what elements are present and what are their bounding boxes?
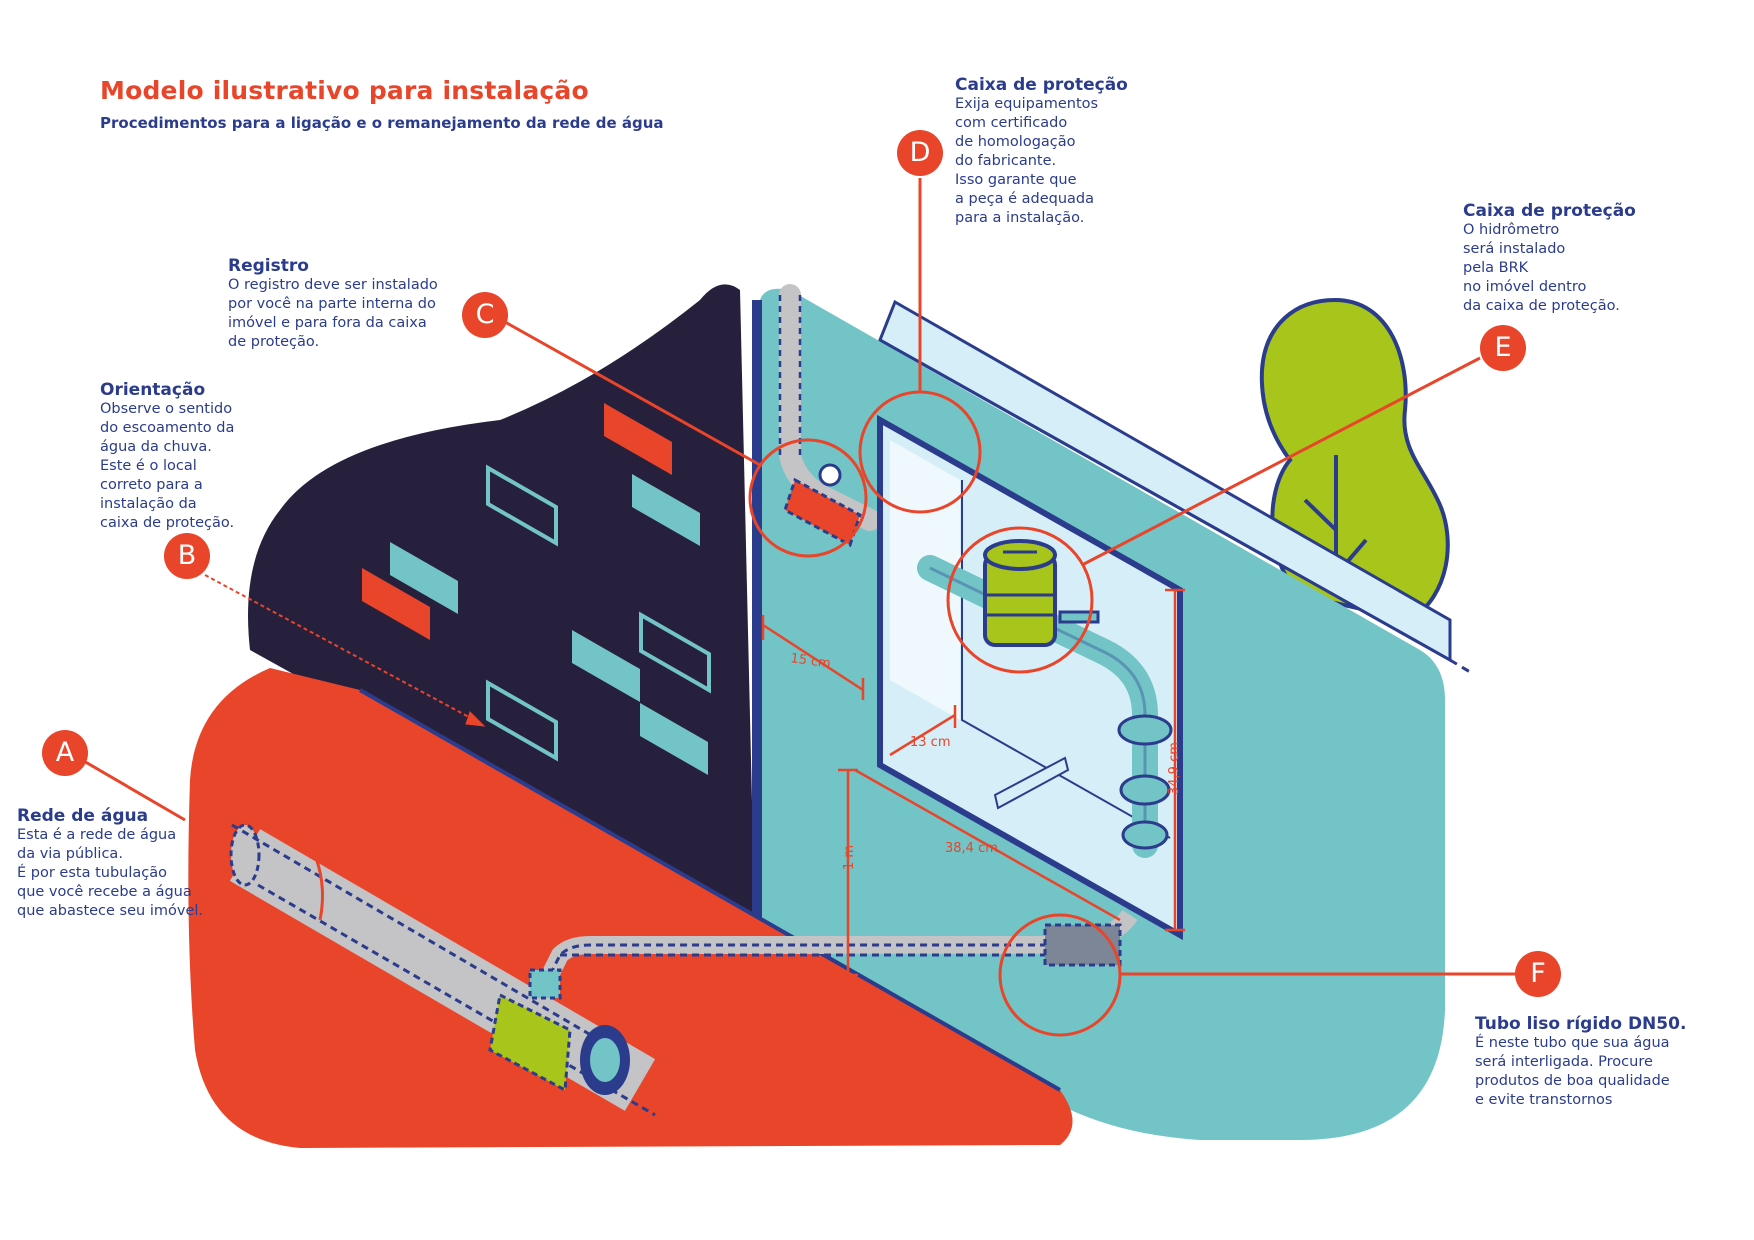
callout-tubo-line: produtos de boa qualidade	[1475, 1073, 1670, 1089]
callout-caixa-d-line: Isso garante que	[955, 172, 1077, 188]
dimension-15cm: 15 cm	[789, 651, 831, 671]
callout-registro-title: Registro	[228, 256, 309, 276]
callout-orientacao-line: caixa de proteção.	[100, 515, 235, 531]
callout-caixa-d-line: de homologação	[955, 134, 1076, 150]
leader-line-a	[81, 758, 186, 822]
callout-registro-line: por você na parte interna do	[228, 296, 436, 312]
leader-line-e	[1081, 356, 1481, 567]
callout-orientacao-line: Este é o local	[100, 458, 197, 474]
callout-tubo-line: será interligada. Procure	[1475, 1054, 1653, 1070]
callout-caixa-d-title: Caixa de proteção	[955, 75, 1128, 95]
highlight-circle-e	[946, 526, 1094, 674]
water-meter-assembly	[917, 539, 1173, 858]
callout-rede-de-agua-line: da via pública.	[17, 846, 123, 862]
callout-tubo: Tubo liso rígido DN50. É neste tubo que …	[1475, 1014, 1686, 1110]
street-water-main	[229, 823, 656, 1117]
callout-caixa-d-line: com certificado	[955, 115, 1068, 131]
callout-rede-de-agua-line: Esta é a rede de água	[17, 827, 177, 843]
marker-d: D	[897, 130, 943, 176]
callout-rede-de-agua: Rede de água Esta é a rede de água da vi…	[17, 806, 203, 921]
marker-c: C	[462, 292, 508, 338]
callout-orientacao-title: Orientação	[100, 380, 206, 400]
page-subtitle: Procedimentos para a ligação e o remanej…	[100, 114, 664, 132]
callout-tubo-line: e evite transtornos	[1475, 1092, 1613, 1108]
callout-caixa-e-line: no imóvel dentro	[1463, 279, 1587, 295]
callout-orientacao-line: correto para a	[100, 477, 203, 493]
callout-caixa-e-line: pela BRK	[1463, 260, 1529, 276]
marker-a: A	[42, 730, 88, 776]
marker-e: E	[1480, 325, 1526, 371]
callout-orientacao-line: instalação da	[100, 496, 197, 512]
page-title: Modelo ilustrativo para instalação	[100, 76, 589, 105]
callout-orientacao-line: Observe o sentido	[100, 401, 233, 417]
callout-rede-de-agua-line: É por esta tubulação	[17, 865, 167, 881]
callout-rede-de-agua-line: que você recebe a água	[17, 884, 192, 900]
callout-orientacao: Orientação Observe o sentido do escoamen…	[100, 380, 234, 533]
callout-registro-line: de proteção.	[228, 334, 320, 350]
callout-registro-line: O registro deve ser instalado	[228, 277, 438, 293]
marker-f: F	[1515, 951, 1561, 997]
highlight-circle-c	[748, 438, 868, 558]
dn50-pipe	[528, 909, 1138, 1000]
callout-caixa-e-line: da caixa de proteção.	[1463, 298, 1620, 314]
leader-line-b	[204, 574, 481, 724]
dimension-38cm: 38,4 cm	[945, 841, 998, 856]
dimension-1m: 1 m	[842, 845, 857, 870]
dimension-13cm: 13 cm	[910, 735, 951, 750]
callout-tubo-line: É neste tubo que sua água	[1475, 1035, 1670, 1051]
callout-caixa-e-line: O hidrômetro	[1463, 222, 1560, 238]
callout-tubo-title: Tubo liso rígido DN50.	[1475, 1014, 1687, 1034]
callout-caixa-e-title: Caixa de proteção	[1463, 201, 1636, 221]
callout-rede-de-agua-line: que abastece seu imóvel.	[17, 903, 204, 919]
callout-orientacao-line: do escoamento da	[100, 420, 235, 436]
callout-caixa-d-line: do fabricante.	[955, 153, 1057, 169]
dimension-34cm: 34,9 cm	[1167, 742, 1182, 795]
callout-registro: Registro O registro deve ser instalado p…	[228, 256, 438, 352]
leader-line-c	[504, 320, 761, 467]
callout-rede-de-agua-title: Rede de água	[17, 806, 149, 826]
callout-caixa-d-line: Exija equipamentos	[955, 96, 1099, 112]
callout-orientacao-line: água da chuva.	[100, 439, 212, 455]
callout-registro-line: imóvel e para fora da caixa	[228, 315, 427, 331]
marker-b: B	[164, 533, 210, 579]
callout-caixa-d: Caixa de proteção Exija equipamentos com…	[955, 75, 1128, 228]
callout-caixa-e-line: será instalado	[1463, 241, 1566, 257]
red-ground	[188, 668, 1073, 1148]
registro-valve	[783, 463, 862, 548]
callout-caixa-d-line: a peça é adequada	[955, 191, 1094, 207]
dark-wall-windows	[362, 403, 711, 775]
callout-caixa-e: Caixa de proteção O hidrômetro será inst…	[1463, 201, 1636, 316]
callout-caixa-d-line: para a instalação.	[955, 210, 1085, 226]
